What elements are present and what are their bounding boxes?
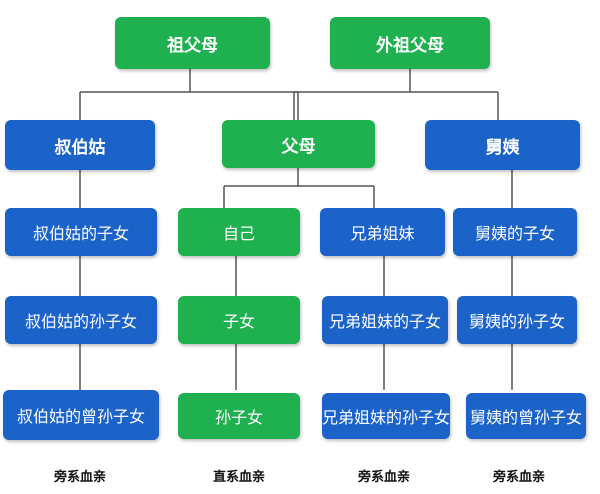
self-node: 自己 (178, 208, 300, 256)
uncles-aunts-great-grandchildren-node: 叔伯姑的曾孙子女 (3, 390, 159, 440)
direct-label: 直系血亲 (212, 470, 265, 485)
uncles-aunts-grandchildren-node: 叔伯姑的孙子女 (5, 296, 157, 344)
uncles-aunts-node: 叔伯姑 (5, 120, 155, 170)
parents-node: 父母 (222, 120, 375, 168)
paternal-grandparents-node: 祖父母 (115, 17, 270, 69)
maternal-children-node: 舅姨的子女 (453, 208, 577, 256)
maternal-grandchildren-node: 舅姨的孙子女 (457, 296, 577, 344)
uncles-aunts-children-node: 叔伯姑的子女 (5, 208, 157, 256)
siblings-children-node: 兄弟姐妹的子女 (322, 296, 448, 344)
collateral-label-2: 旁系血亲 (357, 470, 410, 485)
collateral-label-1: 旁系血亲 (53, 470, 106, 485)
maternal-great-grandchildren-node: 舅姨的曾孙子女 (466, 393, 586, 439)
siblings-grandchildren-node: 兄弟姐妹的孙子女 (322, 393, 450, 439)
siblings-node: 兄弟姐妹 (320, 208, 445, 256)
maternal-grandparents-node: 外祖父母 (330, 17, 490, 69)
grandchildren-node: 孙子女 (178, 393, 300, 439)
children-node: 子女 (178, 296, 300, 344)
maternal-uncles-aunts-node: 舅姨 (425, 120, 580, 170)
collateral-label-3: 旁系血亲 (492, 470, 545, 485)
